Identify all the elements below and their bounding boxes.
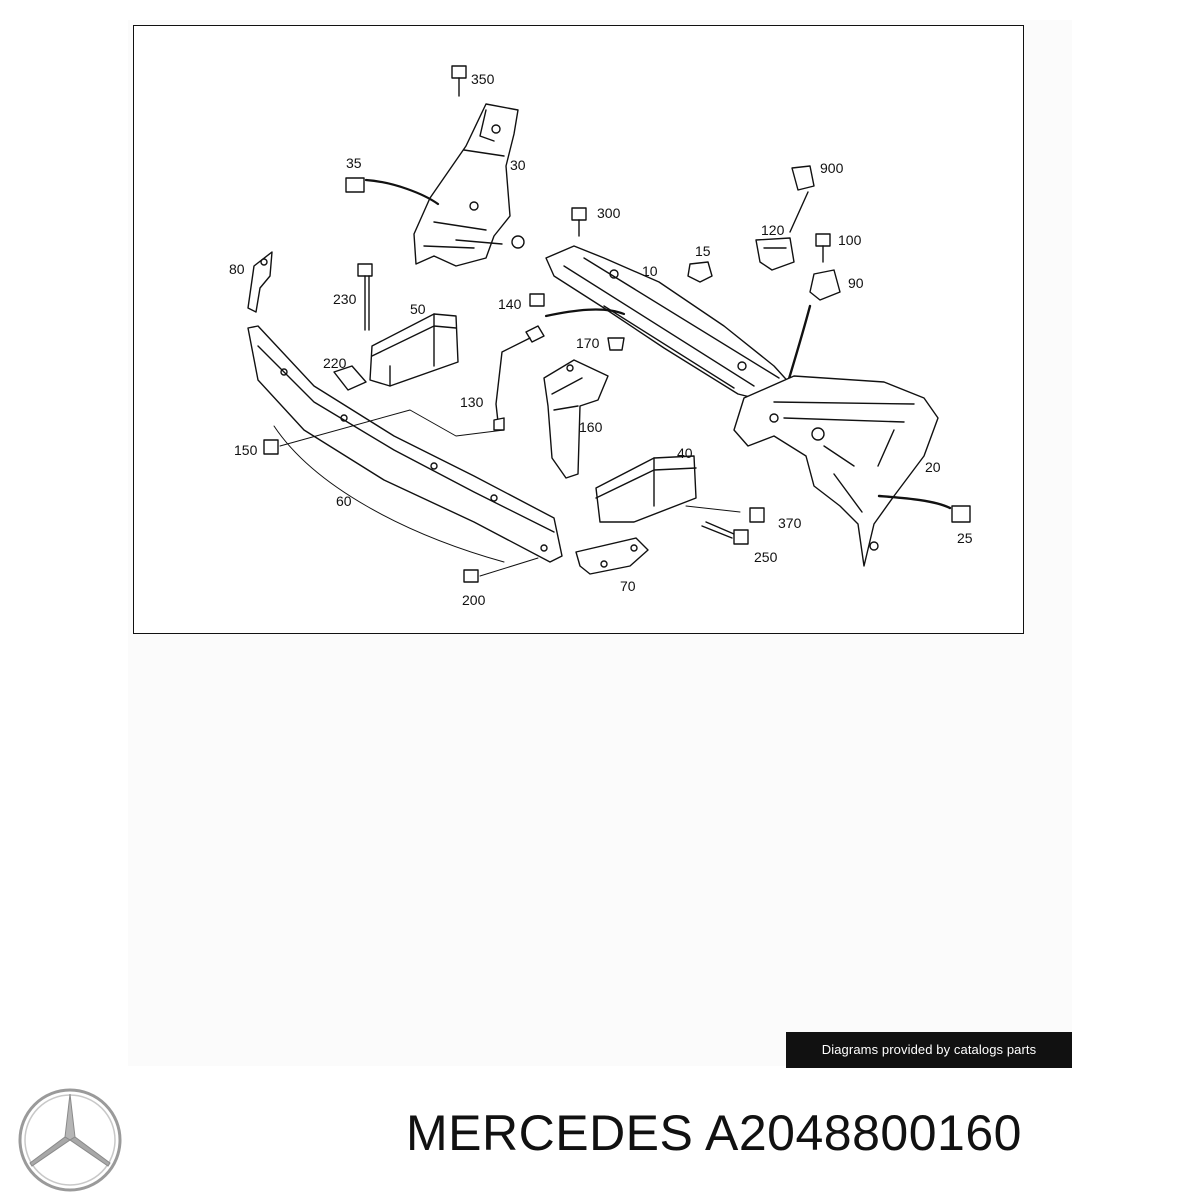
credit-banner: Diagrams provided by catalogs parts [786, 1032, 1072, 1068]
callout-230: 230 [333, 291, 357, 307]
bracket-80-part [247, 251, 273, 313]
bolt-100-part [815, 233, 831, 263]
bolt-250-part [701, 521, 749, 545]
callout-120: 120 [761, 222, 785, 238]
callout-40: 40 [677, 445, 693, 461]
clip-15-part [687, 261, 713, 283]
callout-350: 350 [471, 71, 495, 87]
parts-drawing [247, 65, 971, 583]
lock-90-part [786, 269, 841, 384]
bolt-150-part [263, 409, 505, 455]
callout-100: 100 [838, 232, 862, 248]
callout-35: 35 [346, 155, 362, 171]
crash-box-50-part [369, 313, 459, 387]
callout-30: 30 [510, 157, 526, 173]
product-title: MERCEDES A2048800160 [406, 1108, 1022, 1158]
bolt-170-part [607, 337, 625, 351]
callout-70: 70 [620, 578, 636, 594]
bumper-beam-60-part [247, 325, 563, 563]
bracket-70-part [575, 537, 649, 575]
callout-200: 200 [462, 592, 486, 608]
callout-140: 140 [498, 296, 522, 312]
bolt-350-part [451, 65, 467, 97]
bolt-230-part [357, 263, 373, 331]
callout-150: 150 [234, 442, 258, 458]
bolt-140-part [529, 293, 626, 318]
clip-35-part [345, 177, 440, 206]
bolt-200-part [463, 557, 539, 583]
callout-900: 900 [820, 160, 844, 176]
sensor-900-part [789, 165, 815, 233]
bracket-30-part [413, 103, 525, 267]
callout-20: 20 [925, 459, 941, 475]
callout-15: 15 [695, 243, 711, 259]
side-panel-20-part [733, 375, 939, 567]
plate-220-part [333, 365, 367, 391]
mercedes-star-icon [18, 1088, 122, 1192]
brand-name: MERCEDES [406, 1105, 694, 1161]
bolt-370-part [685, 505, 765, 523]
callout-370: 370 [778, 515, 802, 531]
parts-diagram: 350 30 35 300 900 120 100 15 10 90 80 23… [133, 25, 1024, 634]
crash-box-40-part [595, 455, 697, 523]
bolt-300-part [571, 207, 587, 237]
callout-130: 130 [460, 394, 484, 410]
callout-300: 300 [597, 205, 621, 221]
rod-130-part [493, 325, 545, 431]
callout-80: 80 [229, 261, 245, 277]
bracket-160-part [543, 359, 609, 479]
callout-160: 160 [579, 419, 603, 435]
callout-25: 25 [957, 530, 973, 546]
clip-25-part [877, 494, 971, 523]
callout-220: 220 [323, 355, 347, 371]
callout-10: 10 [642, 263, 658, 279]
callout-250: 250 [754, 549, 778, 565]
callout-90: 90 [848, 275, 864, 291]
callout-60: 60 [336, 493, 352, 509]
latch-120-part [755, 237, 795, 271]
callout-50: 50 [410, 301, 426, 317]
part-number: A2048800160 [705, 1105, 1022, 1161]
callout-170: 170 [576, 335, 600, 351]
